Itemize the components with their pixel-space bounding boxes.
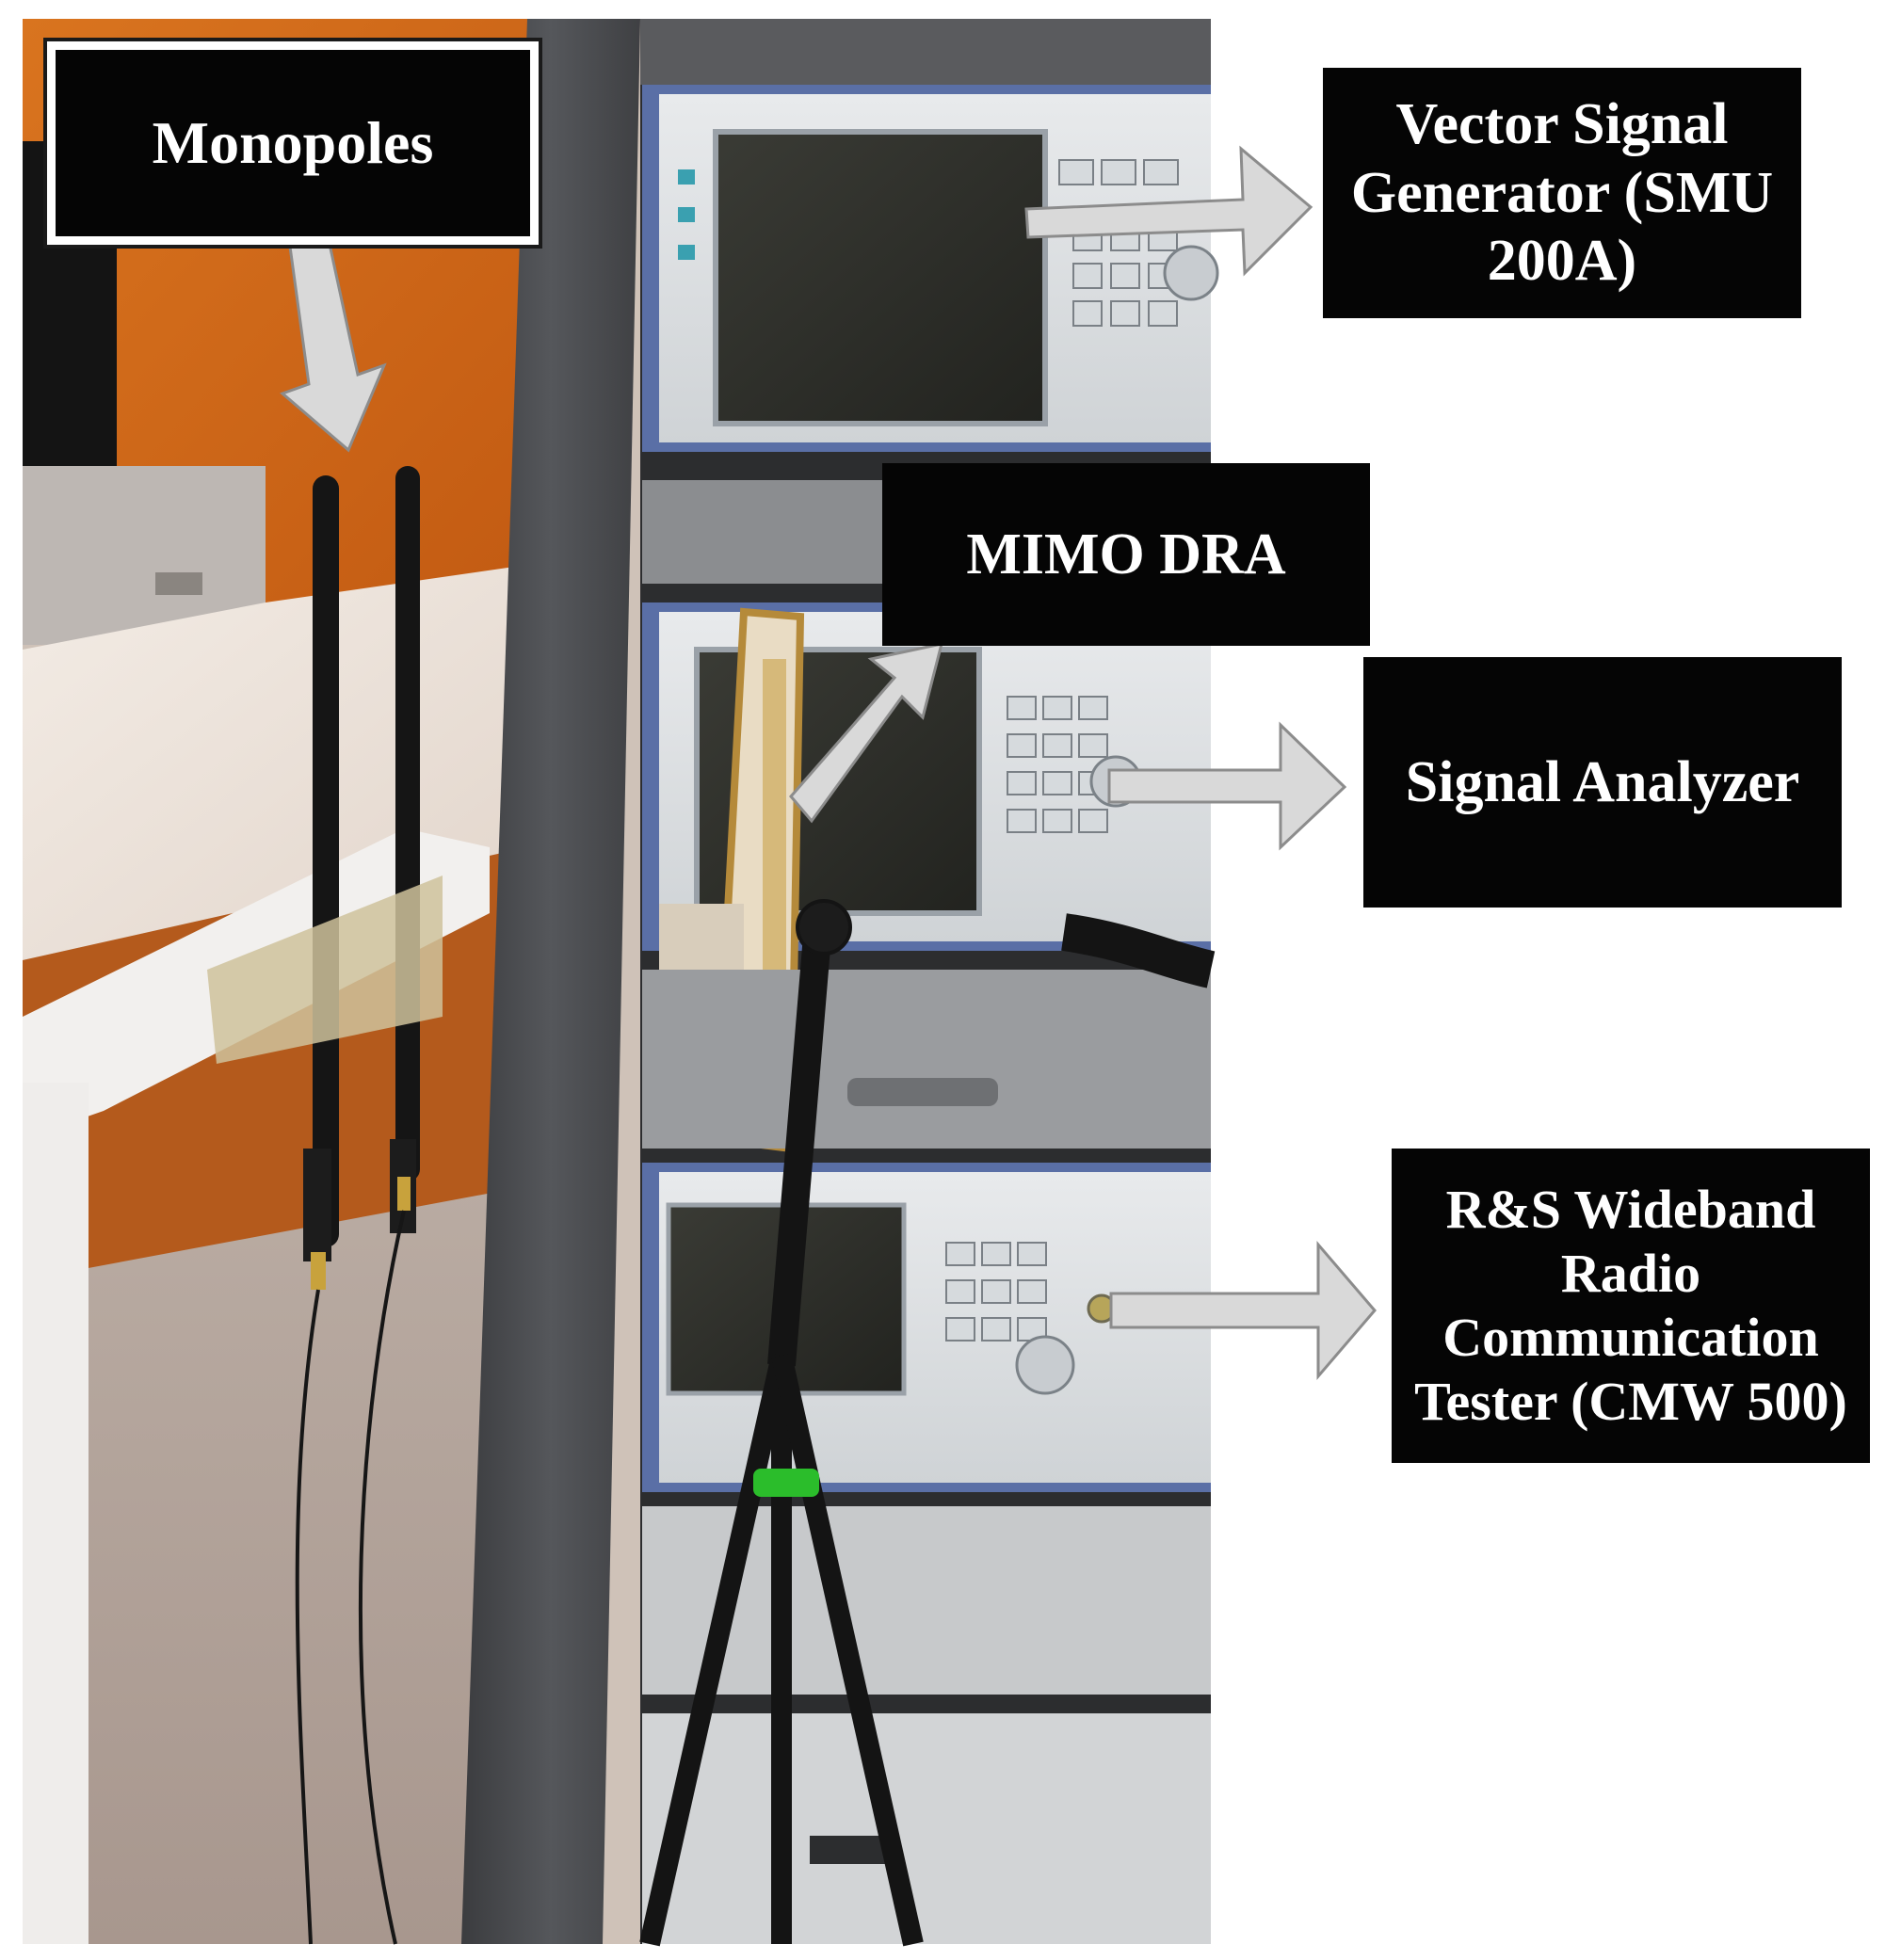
signal-analyzer-label: Signal Analyzer — [1363, 657, 1842, 908]
mimo-dra-label: MIMO DRA — [882, 463, 1370, 646]
arrow-vector-signal-generator — [1024, 145, 1313, 277]
monopoles-label-text: Monopoles — [152, 108, 434, 176]
arrow-radio-tester — [1109, 1240, 1377, 1381]
rack-unit-bottom — [642, 1713, 1211, 1944]
radio-tester-label: R&S Wideband Radio Communication Tester … — [1392, 1149, 1870, 1463]
rack-drawer — [642, 970, 1211, 1149]
floor — [23, 1186, 527, 1944]
tripod-stand — [639, 899, 1216, 1947]
mimo-dra-label-text: MIMO DRA — [966, 522, 1286, 586]
radio-tester-line-3: Communication — [1442, 1307, 1819, 1368]
vector-signal-generator-line-3: 200A) — [1487, 229, 1637, 294]
arrow-mimo-dra — [789, 642, 944, 824]
vector-signal-generator-line-1: Vector Signal — [1395, 92, 1729, 157]
vector-signal-generator-instrument — [642, 85, 1219, 452]
monopoles-label: Monopoles — [47, 41, 539, 245]
radio-tester-line-1: R&S Wideband — [1445, 1179, 1816, 1241]
tripod-clip — [753, 1469, 819, 1497]
signal-analyzer-label-text: Signal Analyzer — [1405, 749, 1800, 814]
table-leg — [23, 1083, 89, 1944]
vector-signal-generator-line-2: Generator (SMU — [1350, 160, 1774, 225]
arrow-monopoles — [280, 233, 387, 453]
radio-tester-line-2: Radio — [1560, 1243, 1701, 1305]
vector-signal-generator-label: Vector Signal Generator (SMU 200A) — [1323, 68, 1801, 318]
radio-tester-line-4: Tester (CMW 500) — [1414, 1370, 1847, 1432]
monopole-antennas — [207, 466, 443, 1945]
rack-door — [461, 19, 640, 1944]
arrow-signal-analyzer — [1107, 721, 1347, 851]
